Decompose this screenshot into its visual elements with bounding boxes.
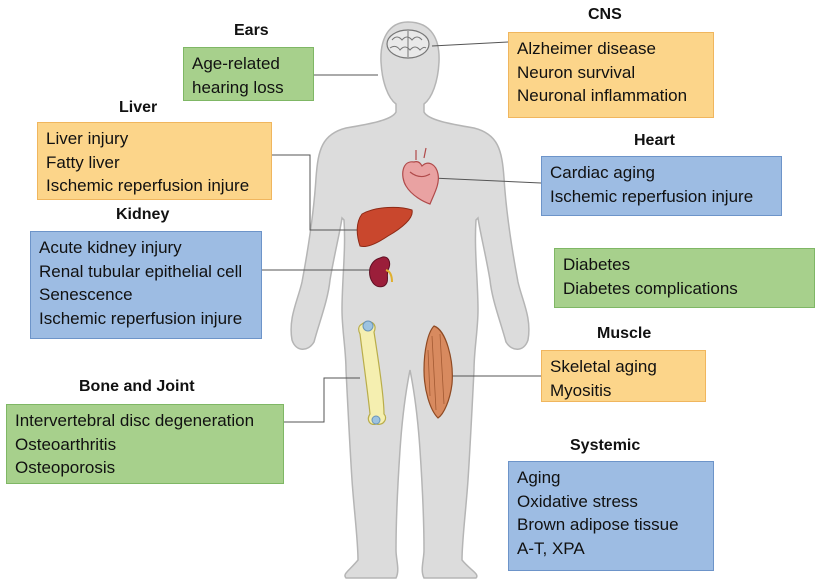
systemic-item: Oxidative stress bbox=[517, 491, 638, 511]
cns-item: Neuronal inflammation bbox=[517, 86, 688, 105]
heart-icon bbox=[402, 147, 439, 205]
connector-bone bbox=[282, 377, 360, 423]
diabetes-box: Diabetes Diabetes complications bbox=[554, 248, 815, 308]
cns-item: Alzheimer disease bbox=[517, 39, 656, 58]
muscle-box: Skeletal aging Myositis bbox=[541, 350, 706, 402]
ears-item: Age-related bbox=[192, 54, 280, 73]
cns-item: Neuron survival bbox=[517, 62, 636, 82]
kidney-item: Ischemic reperfusion injure bbox=[39, 308, 243, 328]
kidney-item: Renal tubular epithelial cell bbox=[39, 261, 243, 281]
kidney-icon bbox=[369, 256, 393, 288]
muscle-item: Skeletal aging bbox=[550, 357, 657, 376]
kidney-item: Senescence bbox=[39, 285, 133, 304]
systemic-item: A-T, XPA bbox=[517, 538, 585, 558]
bone-item: Osteoarthritis bbox=[15, 434, 117, 454]
liver-item: Fatty liver bbox=[46, 152, 120, 172]
muscle-item: Myositis bbox=[550, 380, 612, 400]
heart-title: Heart bbox=[634, 132, 675, 149]
cns-title: CNS bbox=[588, 6, 622, 23]
ears-box: Age-related hearing loss bbox=[183, 47, 314, 101]
human-body-silhouette bbox=[290, 21, 530, 579]
diabetes-item: Diabetes complications bbox=[563, 278, 738, 298]
liver-icon bbox=[356, 206, 413, 247]
heart-box: Cardiac aging Ischemic reperfusion injur… bbox=[541, 156, 782, 216]
brain-icon bbox=[386, 29, 430, 59]
liver-title: Liver bbox=[119, 99, 158, 116]
heart-item: Cardiac aging bbox=[550, 163, 655, 182]
liver-item: Ischemic reperfusion injure bbox=[46, 176, 250, 195]
kidney-title: Kidney bbox=[116, 206, 170, 223]
systemic-box: Aging Oxidative stress Brown adipose tis… bbox=[508, 461, 714, 571]
cns-box: Alzheimer disease Neuron survival Neuron… bbox=[508, 32, 714, 118]
liver-item: Liver injury bbox=[46, 129, 129, 148]
ears-title: Ears bbox=[234, 22, 269, 39]
bone-item: Intervertebral disc degeneration bbox=[15, 411, 255, 430]
bone-item: Osteoporosis bbox=[15, 458, 116, 477]
systemic-item: Aging bbox=[517, 468, 561, 487]
ears-item: hearing loss bbox=[192, 77, 284, 97]
kidney-item: Acute kidney injury bbox=[39, 238, 182, 257]
muscle-title: Muscle bbox=[597, 325, 652, 342]
diabetes-item: Diabetes bbox=[563, 255, 631, 274]
connector-lines bbox=[262, 41, 542, 423]
connector-liver bbox=[272, 154, 360, 231]
systemic-item: Brown adipose tissue bbox=[517, 515, 679, 534]
bone-box: Intervertebral disc degeneration Osteoar… bbox=[6, 404, 284, 484]
connector-cns bbox=[431, 41, 509, 47]
bone-title: Bone and Joint bbox=[79, 378, 195, 395]
liver-box: Liver injury Fatty liver Ischemic reperf… bbox=[37, 122, 272, 200]
heart-item: Ischemic reperfusion injure bbox=[550, 186, 754, 206]
systemic-title: Systemic bbox=[570, 437, 641, 454]
muscle-icon bbox=[423, 325, 453, 419]
kidney-box: Acute kidney injury Renal tubular epithe… bbox=[30, 231, 262, 339]
connector-heart bbox=[431, 177, 542, 184]
femur-bone-icon bbox=[358, 320, 387, 425]
